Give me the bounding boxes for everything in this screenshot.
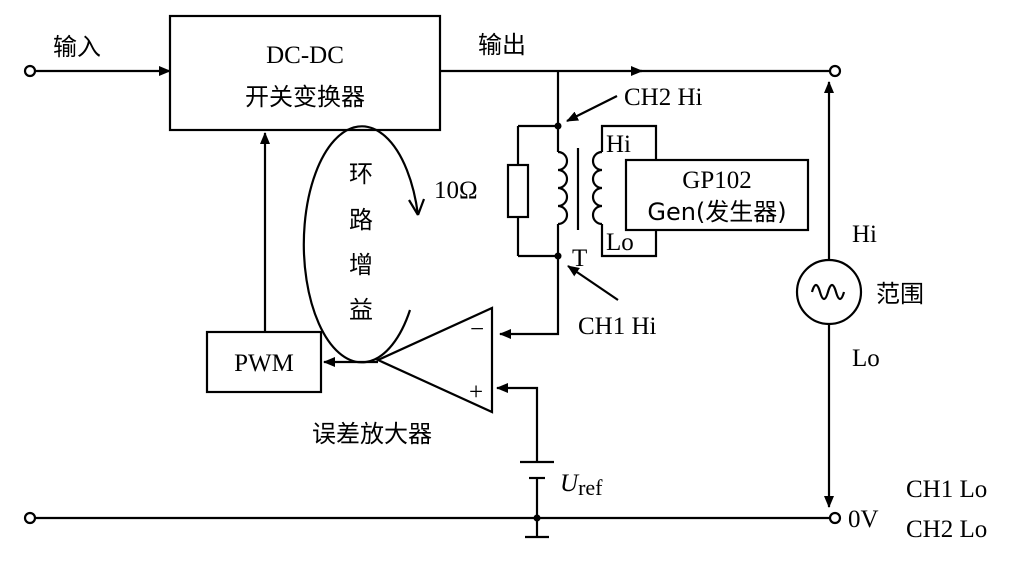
ch2-lo-label: CH2 Lo [906, 516, 987, 543]
loop-gain-char-1: 环 [349, 160, 373, 188]
scope-lo-label: Lo [852, 345, 880, 372]
zero-v-label: 0V [848, 506, 879, 533]
ch1-lo-label: CH1 Lo [906, 476, 987, 503]
scope-hi-label: Hi [852, 221, 877, 248]
scope-label: 范围 [876, 280, 924, 308]
pwm-label: PWM [234, 350, 294, 377]
amp-minus-label: − [470, 316, 484, 343]
resistor-10ohm [506, 124, 558, 258]
converter-subtitle: 开关变换器 [245, 83, 365, 111]
ground-line [23, 511, 842, 539]
loop-gain-char-4: 益 [349, 296, 373, 324]
dc-dc-converter-box [168, 14, 442, 132]
loop-gain-char-2: 路 [349, 206, 373, 234]
resistor-label: 10Ω [434, 177, 478, 204]
gp102-generator-box [624, 158, 810, 232]
error-amp-label: 误差放大器 [312, 420, 432, 448]
feedback-wire [499, 256, 560, 339]
loop-gain-arc [302, 125, 420, 364]
uref-label: Uref [560, 470, 603, 500]
error-amplifier [375, 306, 494, 414]
loop-gain-arrowhead [408, 198, 426, 216]
transformer-label: T [572, 245, 587, 272]
generator-name: Gen(发生器) [647, 198, 786, 226]
generator-model: GP102 [682, 167, 751, 194]
gen-lo-label: Lo [606, 229, 634, 256]
uref-wire [496, 383, 539, 462]
loop-gain-char-3: 增 [349, 251, 373, 279]
output-line [440, 64, 842, 78]
ch1-hi-label: CH1 Hi [578, 313, 657, 340]
amp-plus-label: + [469, 379, 483, 406]
converter-title: DC-DC [266, 42, 344, 69]
ch2-hi-label: CH2 Hi [624, 84, 703, 111]
output-label: 输出 [478, 31, 526, 59]
scope-source [795, 81, 863, 508]
uref-battery [520, 460, 554, 518]
transformer-t [556, 124, 658, 258]
input-line [23, 64, 171, 78]
gen-hi-label: Hi [606, 131, 631, 158]
pwm-box [205, 330, 323, 394]
ch2-hi-arrow [566, 95, 618, 122]
input-label: 输入 [53, 33, 101, 61]
ch1-hi-arrow [567, 265, 619, 301]
